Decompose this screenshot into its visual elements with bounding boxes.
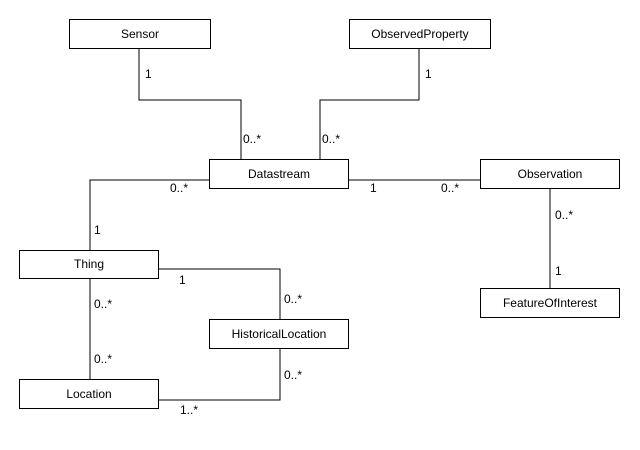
class-label: Sensor	[121, 27, 159, 41]
class-label: ObservedProperty	[371, 27, 468, 41]
multiplicity-datastream-thing-end: 0..*	[170, 181, 188, 195]
edge-datastream-thing	[89, 179, 209, 250]
multiplicity-observation-foi-end: 0..*	[555, 208, 573, 222]
class-thing[interactable]: Thing	[19, 250, 159, 279]
multiplicity-datastream-sensor-end: 0..*	[243, 132, 261, 146]
class-label: HistoricalLocation	[232, 327, 327, 341]
class-sensor[interactable]: Sensor	[69, 19, 211, 49]
multiplicity-thing-historicallocation-end: 1	[179, 273, 186, 287]
multiplicity-datastream-observation-end: 1	[370, 181, 377, 195]
multiplicity-thing-datastream-end: 1	[94, 223, 101, 237]
class-label: Datastream	[248, 167, 310, 181]
class-label: FeatureOfInterest	[503, 296, 598, 310]
multiplicity-observedproperty-end: 1	[425, 67, 432, 81]
multiplicity-historicallocation-thing-end: 0..*	[284, 292, 302, 306]
multiplicity-observation-datastream-end: 0..*	[441, 181, 459, 195]
edge-historicallocation-location	[159, 349, 281, 401]
class-feature-of-interest[interactable]: FeatureOfInterest	[480, 288, 620, 318]
edge-observedproperty-datastream	[319, 49, 420, 159]
class-datastream[interactable]: Datastream	[209, 159, 349, 189]
multiplicity-datastream-observedproperty-end: 0..*	[322, 132, 340, 146]
multiplicity-thing-location-end: 0..*	[94, 297, 112, 311]
multiplicity-foi-observation-end: 1	[555, 264, 562, 278]
multiplicity-sensor-end: 1	[145, 67, 152, 81]
edge-sensor-datastream	[138, 49, 242, 159]
class-label: Location	[66, 387, 111, 401]
class-label: Observation	[518, 167, 583, 181]
class-label: Thing	[74, 257, 104, 271]
multiplicity-location-thing-end: 0..*	[94, 352, 112, 366]
multiplicity-historicallocation-location-end: 0..*	[284, 368, 302, 382]
edge-thing-historicallocation	[159, 268, 281, 319]
class-historical-location[interactable]: HistoricalLocation	[209, 319, 349, 349]
class-location[interactable]: Location	[19, 379, 159, 409]
class-observed-property[interactable]: ObservedProperty	[349, 19, 491, 49]
multiplicity-location-historicallocation-end: 1..*	[180, 403, 198, 417]
class-observation[interactable]: Observation	[480, 159, 620, 189]
